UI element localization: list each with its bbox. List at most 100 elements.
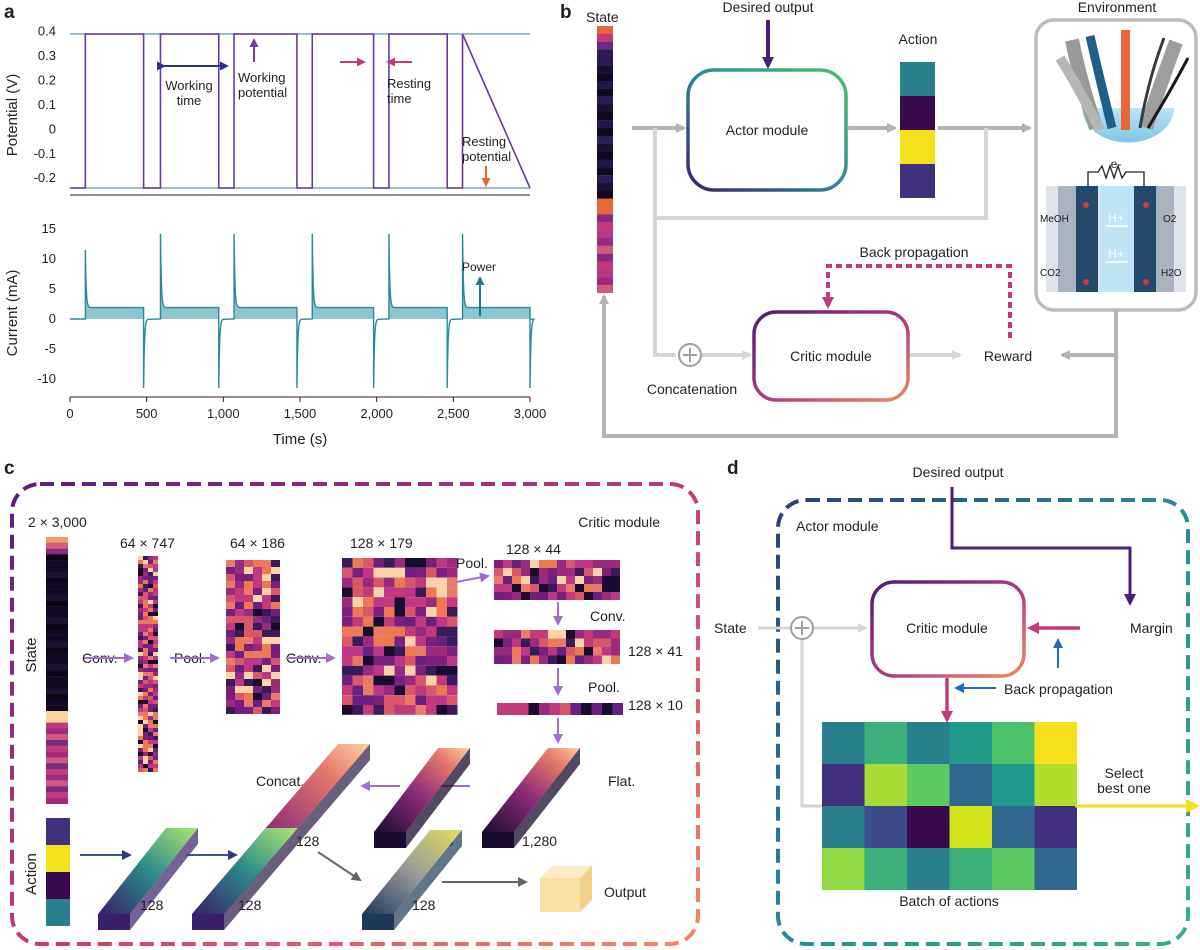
current-series-line: [70, 233, 535, 389]
action-feedback-line: [655, 128, 988, 220]
desired-output-label-b: Desired output: [722, 0, 813, 15]
feature-map-pool3: [497, 703, 623, 715]
conv1-cell: [148, 592, 153, 596]
pool2-cell: [557, 576, 566, 584]
feature-map-conv3: [494, 630, 620, 664]
conv3-cell: [494, 647, 503, 656]
pool1-cell: [271, 686, 280, 693]
action-cell: [46, 872, 70, 899]
state-input-cell: [46, 769, 68, 775]
pool2-cell: [503, 560, 512, 568]
conv2-cell: [426, 577, 437, 588]
conv2-cell: [352, 705, 363, 715]
pool1-cell: [226, 700, 235, 707]
conv1-cell: [143, 740, 148, 744]
action-cell: [900, 130, 935, 164]
conv2-cell: [415, 675, 426, 686]
state-input-strip-c: [46, 537, 68, 804]
conv3-cell: [521, 638, 530, 647]
conv2-cell: [426, 626, 437, 637]
pool2-cell: [611, 576, 620, 584]
conv2-cell: [363, 685, 374, 696]
batch-action-cell: [822, 764, 865, 806]
op-conv-3: Conv.: [590, 608, 626, 624]
conv3-cell: [602, 638, 611, 647]
pool2-cell: [602, 584, 611, 592]
conv1-cell: [153, 728, 158, 732]
conv2-cell: [342, 636, 353, 647]
conv1-cell: [143, 700, 148, 704]
state-input-cell: [46, 618, 68, 625]
conv1-cell: [153, 628, 158, 632]
cube-side: [580, 866, 592, 912]
conv2-cell: [352, 695, 363, 705]
state-input-cell: [46, 716, 68, 723]
conv2-cell: [436, 675, 447, 686]
conv2-cell: [405, 616, 416, 627]
conv3-cell: [584, 630, 593, 639]
conv3-cell: [584, 638, 593, 647]
op-pool-2: Pool.: [456, 555, 488, 571]
panel-c: c Critic module 2 × 3,000 State Conv. 64…: [4, 458, 700, 946]
conv1-cell: [148, 632, 153, 636]
pool2-cell: [584, 584, 593, 592]
state-input-cell: [46, 792, 68, 799]
state-strip-cell: [597, 80, 613, 89]
state-input-cell: [46, 554, 68, 561]
conv1-cell: [148, 656, 153, 660]
state-label-d: State: [714, 620, 747, 636]
pool3-cell: [507, 703, 518, 715]
pool1-cell: [244, 637, 253, 644]
state-strip-cell: [597, 41, 613, 50]
pool1-cell: [271, 658, 280, 665]
conv1-cell: [148, 648, 153, 652]
conv1-cell: [148, 708, 153, 712]
pool2-cell: [575, 584, 584, 592]
pool3-cell: [591, 703, 602, 715]
conv2-cell: [384, 656, 395, 666]
conv3-cell: [593, 655, 602, 664]
state-input-cell: [46, 635, 68, 642]
conv1-cell: [148, 704, 153, 708]
pool2-cell: [521, 568, 530, 576]
conv1-cell: [138, 716, 143, 720]
bar-face: [98, 828, 198, 914]
conv1-cell: [148, 700, 153, 704]
conv2-cell: [352, 616, 363, 627]
conv1-cell: [153, 656, 158, 660]
conv2-cell: [405, 577, 416, 588]
pool2-cell: [512, 560, 521, 568]
conv2-cell: [394, 607, 405, 617]
pool1-cell: [244, 581, 253, 588]
conv1-cell: [153, 652, 158, 656]
conv1-cell: [153, 556, 158, 560]
feature-map-pool2: [494, 560, 620, 600]
conv3-cell: [575, 647, 584, 656]
conv1-cell: [138, 724, 143, 728]
state-strip-cell: [597, 151, 613, 160]
conv1-cell: [143, 756, 148, 760]
state-strip: [597, 26, 613, 294]
conv1-cell: [143, 624, 148, 628]
pool1-cell: [235, 630, 244, 637]
conv1-cell: [153, 688, 158, 692]
conv1-cell: [138, 592, 143, 596]
conv2-cell: [394, 626, 405, 637]
pool2-arrow: [455, 572, 490, 583]
conv1-cell: [138, 556, 143, 560]
pool2-cell: [512, 568, 521, 576]
conv2-cell: [415, 685, 426, 696]
conv1-cell: [143, 720, 148, 724]
conv1-cell: [148, 740, 153, 744]
state-input-cell: [46, 664, 68, 671]
pool1-cell: [253, 567, 262, 574]
pool1-cell: [244, 595, 253, 602]
state-strip-cell: [597, 285, 613, 294]
conv1-cell: [138, 700, 143, 704]
conv1-cell: [138, 744, 143, 748]
conv1-cell: [138, 668, 143, 672]
potential-y-tick-label: -0.2: [34, 170, 56, 185]
pool1-cell: [235, 574, 244, 581]
